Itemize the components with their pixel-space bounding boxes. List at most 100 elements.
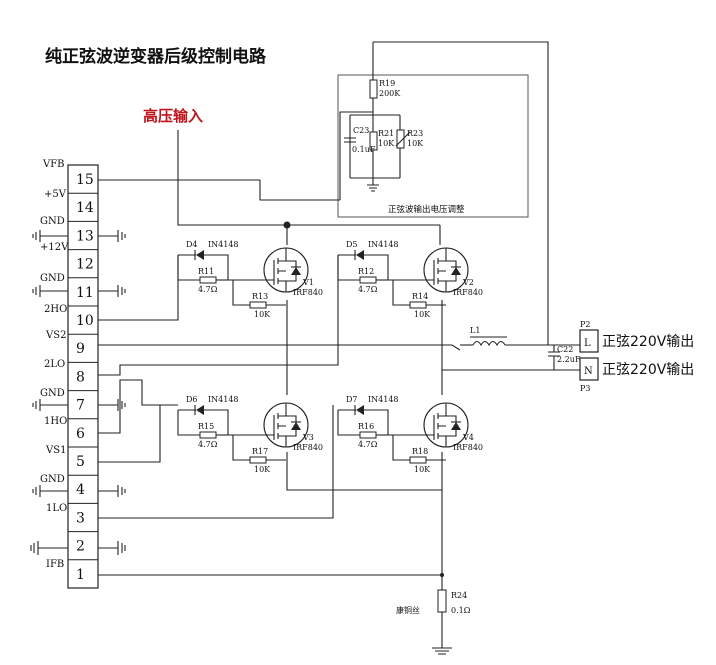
c22-ref: C22 [557, 345, 573, 354]
r24-value: 0.1Ω [451, 606, 471, 615]
resistor-r19 [369, 79, 378, 99]
c22-value: 2.2uF [557, 355, 581, 364]
label-2lo: 2LO [44, 359, 65, 370]
resistor-value: 10K [254, 310, 271, 319]
mosfet-ref: V4 [462, 433, 474, 442]
hv-input-label: 高压输入 [143, 107, 203, 125]
r21-value: 10K [378, 139, 395, 148]
pin-labels: VFB +5V GND +12V GND 2HO VS2 2LO GND 1HO… [40, 159, 69, 570]
p3-ref: P3 [580, 384, 590, 393]
label-vs1: VS1 [45, 445, 66, 456]
c23-value: 0.1uF [352, 145, 376, 154]
resistor-r11 [199, 276, 217, 284]
resistor-value: 4.7Ω [198, 285, 218, 294]
diagram-title: 纯正弦波逆变器后级控制电路 [45, 46, 267, 67]
mosfet-ref: V3 [302, 433, 314, 442]
resistor-value: 4.7Ω [358, 285, 378, 294]
label-gnd-13: GND [40, 216, 65, 227]
resistor-ref: R17 [252, 447, 268, 456]
ground-icon [98, 541, 126, 555]
resistor-r15 [199, 431, 217, 439]
pin-number: 4 [76, 482, 85, 498]
resistor-ref: R15 [198, 422, 214, 431]
resistor-r18 [409, 456, 427, 464]
mosfet-type: IRF840 [453, 443, 483, 452]
mosfet-ref: V2 [462, 278, 474, 287]
pin-number: 1 [76, 567, 85, 583]
resistor-value: 10K [414, 465, 431, 474]
label-1lo: 1LO [46, 503, 67, 514]
bus-wiring [98, 130, 572, 655]
feedback-frame [337, 74, 529, 218]
ground-icon [98, 285, 126, 297]
label-12v: +12V [40, 242, 69, 253]
resistor-r16 [359, 431, 377, 439]
resistor-ref: R14 [412, 292, 428, 301]
r24-ref: R24 [451, 591, 467, 600]
output-section: P2 P3 L N 正弦220V输出 正弦220V输出 L1 C22 2.2uF [460, 312, 694, 393]
diode-icon [356, 250, 364, 260]
diode-icon [356, 405, 364, 415]
label-vfb: VFB [42, 159, 65, 170]
p2-ref: P2 [580, 320, 590, 329]
label-2ho: 2HO [44, 304, 67, 315]
diode-ref: D4 [186, 240, 198, 249]
resistor-ref: R16 [358, 422, 374, 431]
feedback-label: 正弦波输出电压调整 [388, 204, 465, 215]
label-ifb: IFB [46, 559, 64, 570]
resistor-r24 [437, 589, 447, 613]
current-sense-resistor: R24 0.1Ω 康铜丝 [396, 589, 471, 615]
pin-number: 13 [76, 228, 94, 244]
label-5v: +5V [44, 189, 67, 200]
terminal-l [579, 329, 599, 353]
terminal-n-label: N [584, 366, 593, 377]
r19-value: 200K [379, 89, 401, 98]
resistor-value: 4.7Ω [358, 440, 378, 449]
diode-type: IN4148 [208, 395, 239, 404]
mosfet-ref: V1 [302, 278, 314, 287]
diode-icon [196, 250, 204, 260]
pin-number: 12 [76, 257, 94, 273]
resistor-value: 10K [254, 465, 271, 474]
resistor-value: 4.7Ω [198, 440, 218, 449]
resistor-r17 [249, 456, 267, 464]
resistor-ref: R13 [252, 292, 268, 301]
diode-icon [196, 405, 204, 415]
r21-ref: R21 [378, 129, 394, 138]
pin-number: 5 [76, 454, 85, 470]
label-vs2: VS2 [45, 330, 66, 341]
l1-ref: L1 [470, 326, 480, 335]
mosfet-type: IRF840 [453, 288, 483, 297]
diode-type: IN4148 [208, 240, 239, 249]
pin-number: 11 [76, 285, 94, 301]
ground-icon [98, 485, 126, 497]
r24-material: 康铜丝 [396, 605, 420, 615]
resistor-r12 [359, 276, 377, 284]
voltage-feedback-block: R19 200K C23 0.1uF R21 10K R23 10K 正弦波输出… [98, 41, 549, 312]
connector-body [67, 164, 99, 589]
pin-number: 6 [76, 426, 85, 442]
label-gnd-4: GND [40, 474, 65, 485]
label-1ho: 1HO [44, 416, 67, 427]
label-gnd-11: GND [40, 273, 65, 284]
pin-number: 15 [76, 172, 94, 188]
r23-value: 10K [407, 139, 424, 148]
pin-number: 14 [76, 200, 94, 216]
diode-type: IN4148 [368, 395, 399, 404]
resistor-value: 10K [414, 310, 431, 319]
potentiometer-r23 [396, 129, 405, 149]
r23-ref: R23 [407, 129, 423, 138]
gate-drive-wiring [98, 255, 339, 519]
diode-type: IN4148 [368, 240, 399, 249]
output-l-label: 正弦220V输出 [602, 334, 694, 350]
resistor-r13 [249, 301, 267, 309]
pin-number: 8 [76, 369, 85, 385]
mosfet-type: IRF840 [293, 288, 323, 297]
diode-ref: D7 [346, 395, 358, 404]
diode-ref: D5 [346, 240, 358, 249]
ground-icon [32, 230, 68, 242]
